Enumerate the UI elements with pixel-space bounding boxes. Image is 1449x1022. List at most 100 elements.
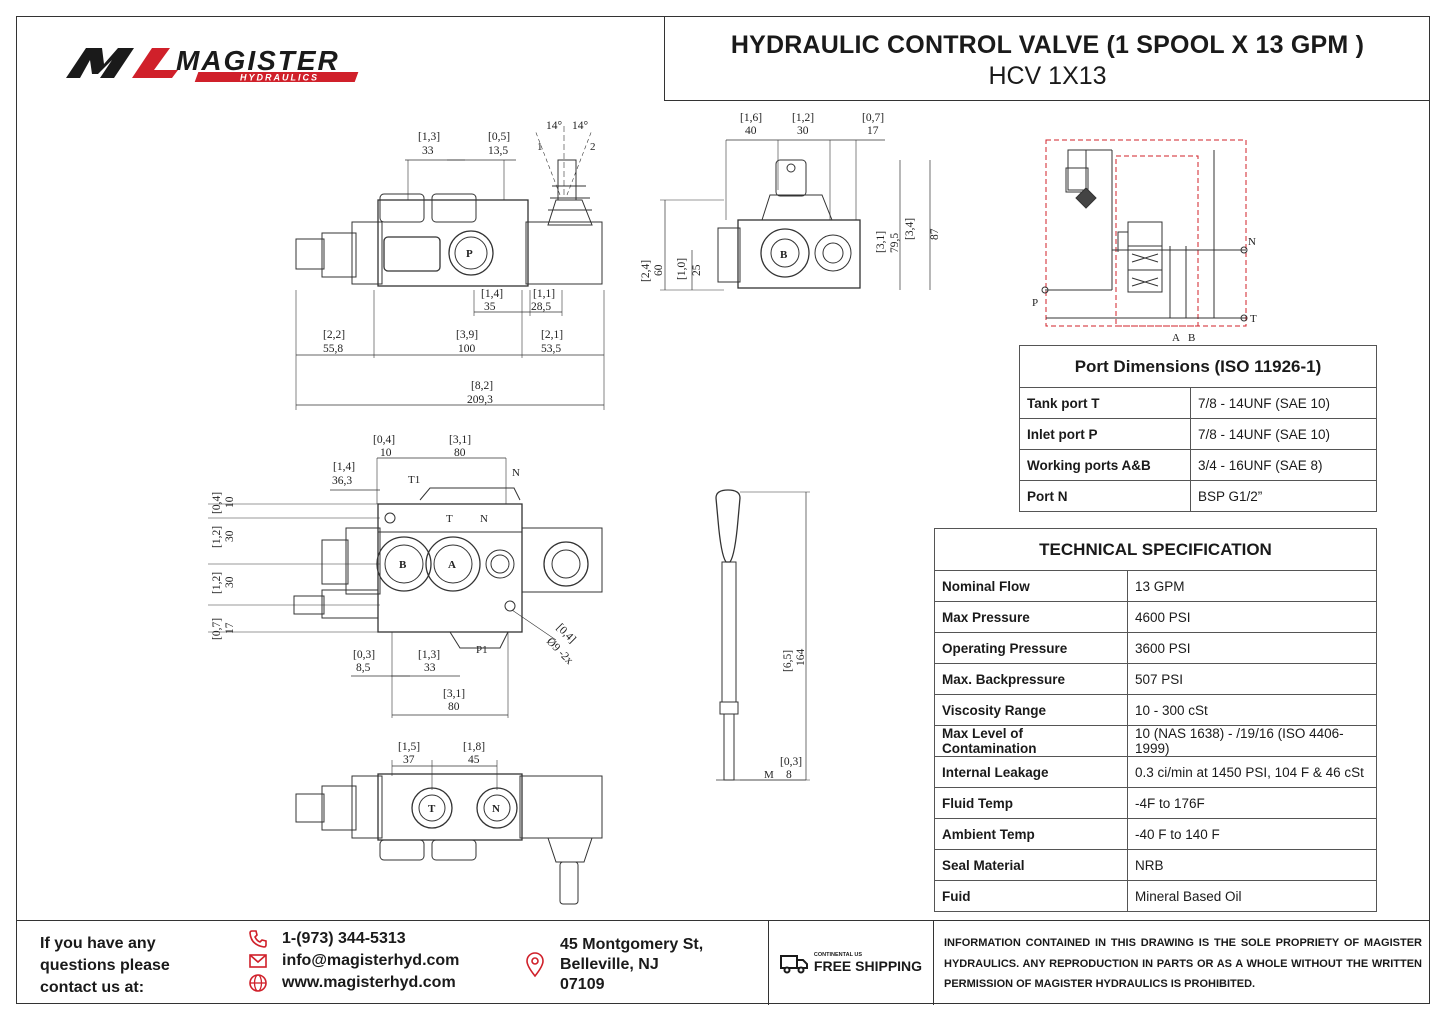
svg-text:A: A: [448, 559, 456, 571]
svg-text:30: 30: [224, 576, 236, 588]
svg-text:13,5: 13,5: [488, 145, 508, 157]
svg-text:[3,4]: [3,4]: [904, 218, 916, 240]
svg-text:[1,2]: [1,2]: [792, 112, 814, 124]
svg-text:T1: T1: [408, 474, 420, 486]
valve-side-view: [660, 139, 931, 291]
svg-text:B: B: [399, 559, 407, 571]
svg-text:79,5: 79,5: [889, 233, 901, 253]
svg-text:[0,7]: [0,7]: [862, 112, 884, 124]
legal-notice: INFORMATION CONTAINED IN THIS DRAWING IS…: [944, 937, 1422, 990]
logo-subtitle: HYDRAULICS: [240, 73, 319, 83]
svg-text:80: 80: [454, 447, 466, 459]
svg-text:35: 35: [484, 301, 496, 313]
email-row[interactable]: info@magisterhyd.com: [248, 951, 459, 971]
phone-icon: [249, 930, 267, 948]
document-title: HYDRAULIC CONTROL VALVE (1 SPOOL X 13 GP…: [730, 31, 1365, 59]
svg-text:[1,1]: [1,1]: [533, 288, 555, 300]
svg-text:[1,6]: [1,6]: [740, 112, 762, 124]
svg-text:8: 8: [786, 769, 792, 781]
svg-text:T: T: [446, 513, 453, 525]
svg-text:33: 33: [422, 145, 434, 157]
location-pin-icon: [526, 952, 544, 978]
svg-text:40: 40: [745, 125, 757, 137]
logo-wordmark: MAGISTER: [176, 45, 340, 76]
phone-row[interactable]: 1-(973) 344-5313: [248, 929, 406, 949]
svg-text:[2,1]: [2,1]: [541, 329, 563, 341]
lever-handle: [715, 489, 810, 781]
address-block: 45 Montgomery St, Belleville, NJ 07109: [524, 935, 703, 995]
svg-text:N: N: [480, 513, 488, 525]
email-link[interactable]: info@magisterhyd.com: [282, 952, 460, 969]
svg-text:14°: 14°: [546, 120, 563, 132]
svg-text:[1,5]: [1,5]: [398, 741, 420, 753]
svg-text:55,8: 55,8: [323, 343, 343, 355]
svg-text:P: P: [466, 248, 473, 260]
footer: If you have any questions please contact…: [16, 920, 1430, 1005]
svg-text:36,3: 36,3: [332, 475, 352, 487]
svg-text:B: B: [1188, 332, 1195, 344]
svg-text:P: P: [1032, 297, 1038, 309]
svg-text:14°: 14°: [572, 120, 589, 132]
svg-text:[1,8]: [1,8]: [463, 741, 485, 753]
svg-text:[0,5]: [0,5]: [488, 131, 510, 143]
svg-text:N: N: [512, 467, 520, 479]
address-line-3: 07109: [560, 976, 605, 993]
svg-text:[3,1]: [3,1]: [875, 231, 887, 253]
svg-text:28,5: 28,5: [531, 301, 551, 313]
svg-text:N: N: [1248, 236, 1256, 248]
magister-logo: MAGISTER HYDRAULICS: [66, 45, 359, 83]
top-view-dimensions: [1,3] 33 [0,5] 13,5 [1,4] 35 [1,1] 28,5 …: [323, 120, 596, 406]
svg-text:[1,0]: [1,0]: [676, 258, 688, 280]
table-row: Fluid Temp-4F to 176F: [934, 787, 1377, 819]
side-view-dimensions: [1,6] 40 [1,2] 30 [0,7] 17 [2,4] 60 [1,0…: [640, 112, 941, 282]
drawing-frame: [16, 16, 1430, 1004]
svg-text:[3,1]: [3,1]: [449, 434, 471, 446]
svg-text:[0,7]: [0,7]: [211, 618, 223, 640]
shipping-region: CONTINENTAL US: [813, 952, 862, 958]
mail-icon: [249, 954, 267, 968]
svg-text:25: 25: [691, 264, 703, 276]
svg-text:33: 33: [424, 662, 436, 674]
svg-text:[1,4]: [1,4]: [481, 288, 503, 300]
svg-text:T: T: [1250, 313, 1257, 325]
website-row[interactable]: www.magisterhyd.com: [248, 973, 456, 993]
svg-text:2: 2: [590, 141, 596, 153]
svg-text:10: 10: [224, 496, 236, 508]
shipping-badge: CONTINENTAL US FREE SHIPPING: [768, 921, 934, 1005]
svg-text:100: 100: [458, 343, 476, 355]
address-line-1: 45 Montgomery St,: [560, 936, 704, 953]
website-link[interactable]: www.magisterhyd.com: [282, 974, 456, 991]
schematic-labels: P T N A B: [1032, 236, 1257, 344]
svg-text:[0,3]: [0,3]: [780, 756, 802, 768]
svg-text:30: 30: [797, 125, 809, 137]
svg-text:30: 30: [224, 530, 236, 542]
spec-table-title: TECHNICAL SPECIFICATION: [934, 528, 1377, 571]
svg-text:53,5: 53,5: [541, 343, 561, 355]
svg-text:[1,3]: [1,3]: [418, 649, 440, 661]
shipping-label: FREE SHIPPING: [813, 958, 923, 974]
phone-number[interactable]: 1-(973) 344-5313: [282, 930, 406, 947]
svg-text:N: N: [492, 803, 500, 815]
table-row: Ambient Temp-40 F to 140 F: [934, 818, 1377, 850]
svg-text:P1: P1: [476, 644, 488, 656]
svg-text:17: 17: [224, 622, 236, 634]
svg-text:8,5: 8,5: [356, 662, 371, 674]
model-number: HCV 1X13: [988, 62, 1107, 90]
svg-text:[2,4]: [2,4]: [640, 260, 652, 282]
svg-text:[2,2]: [2,2]: [323, 329, 345, 341]
svg-text:M: M: [764, 769, 774, 781]
svg-text:[6,5]: [6,5]: [782, 650, 794, 672]
svg-text:1: 1: [537, 141, 543, 153]
port-table-title: Port Dimensions (ISO 11926-1): [1019, 345, 1377, 388]
svg-text:10: 10: [380, 447, 392, 459]
